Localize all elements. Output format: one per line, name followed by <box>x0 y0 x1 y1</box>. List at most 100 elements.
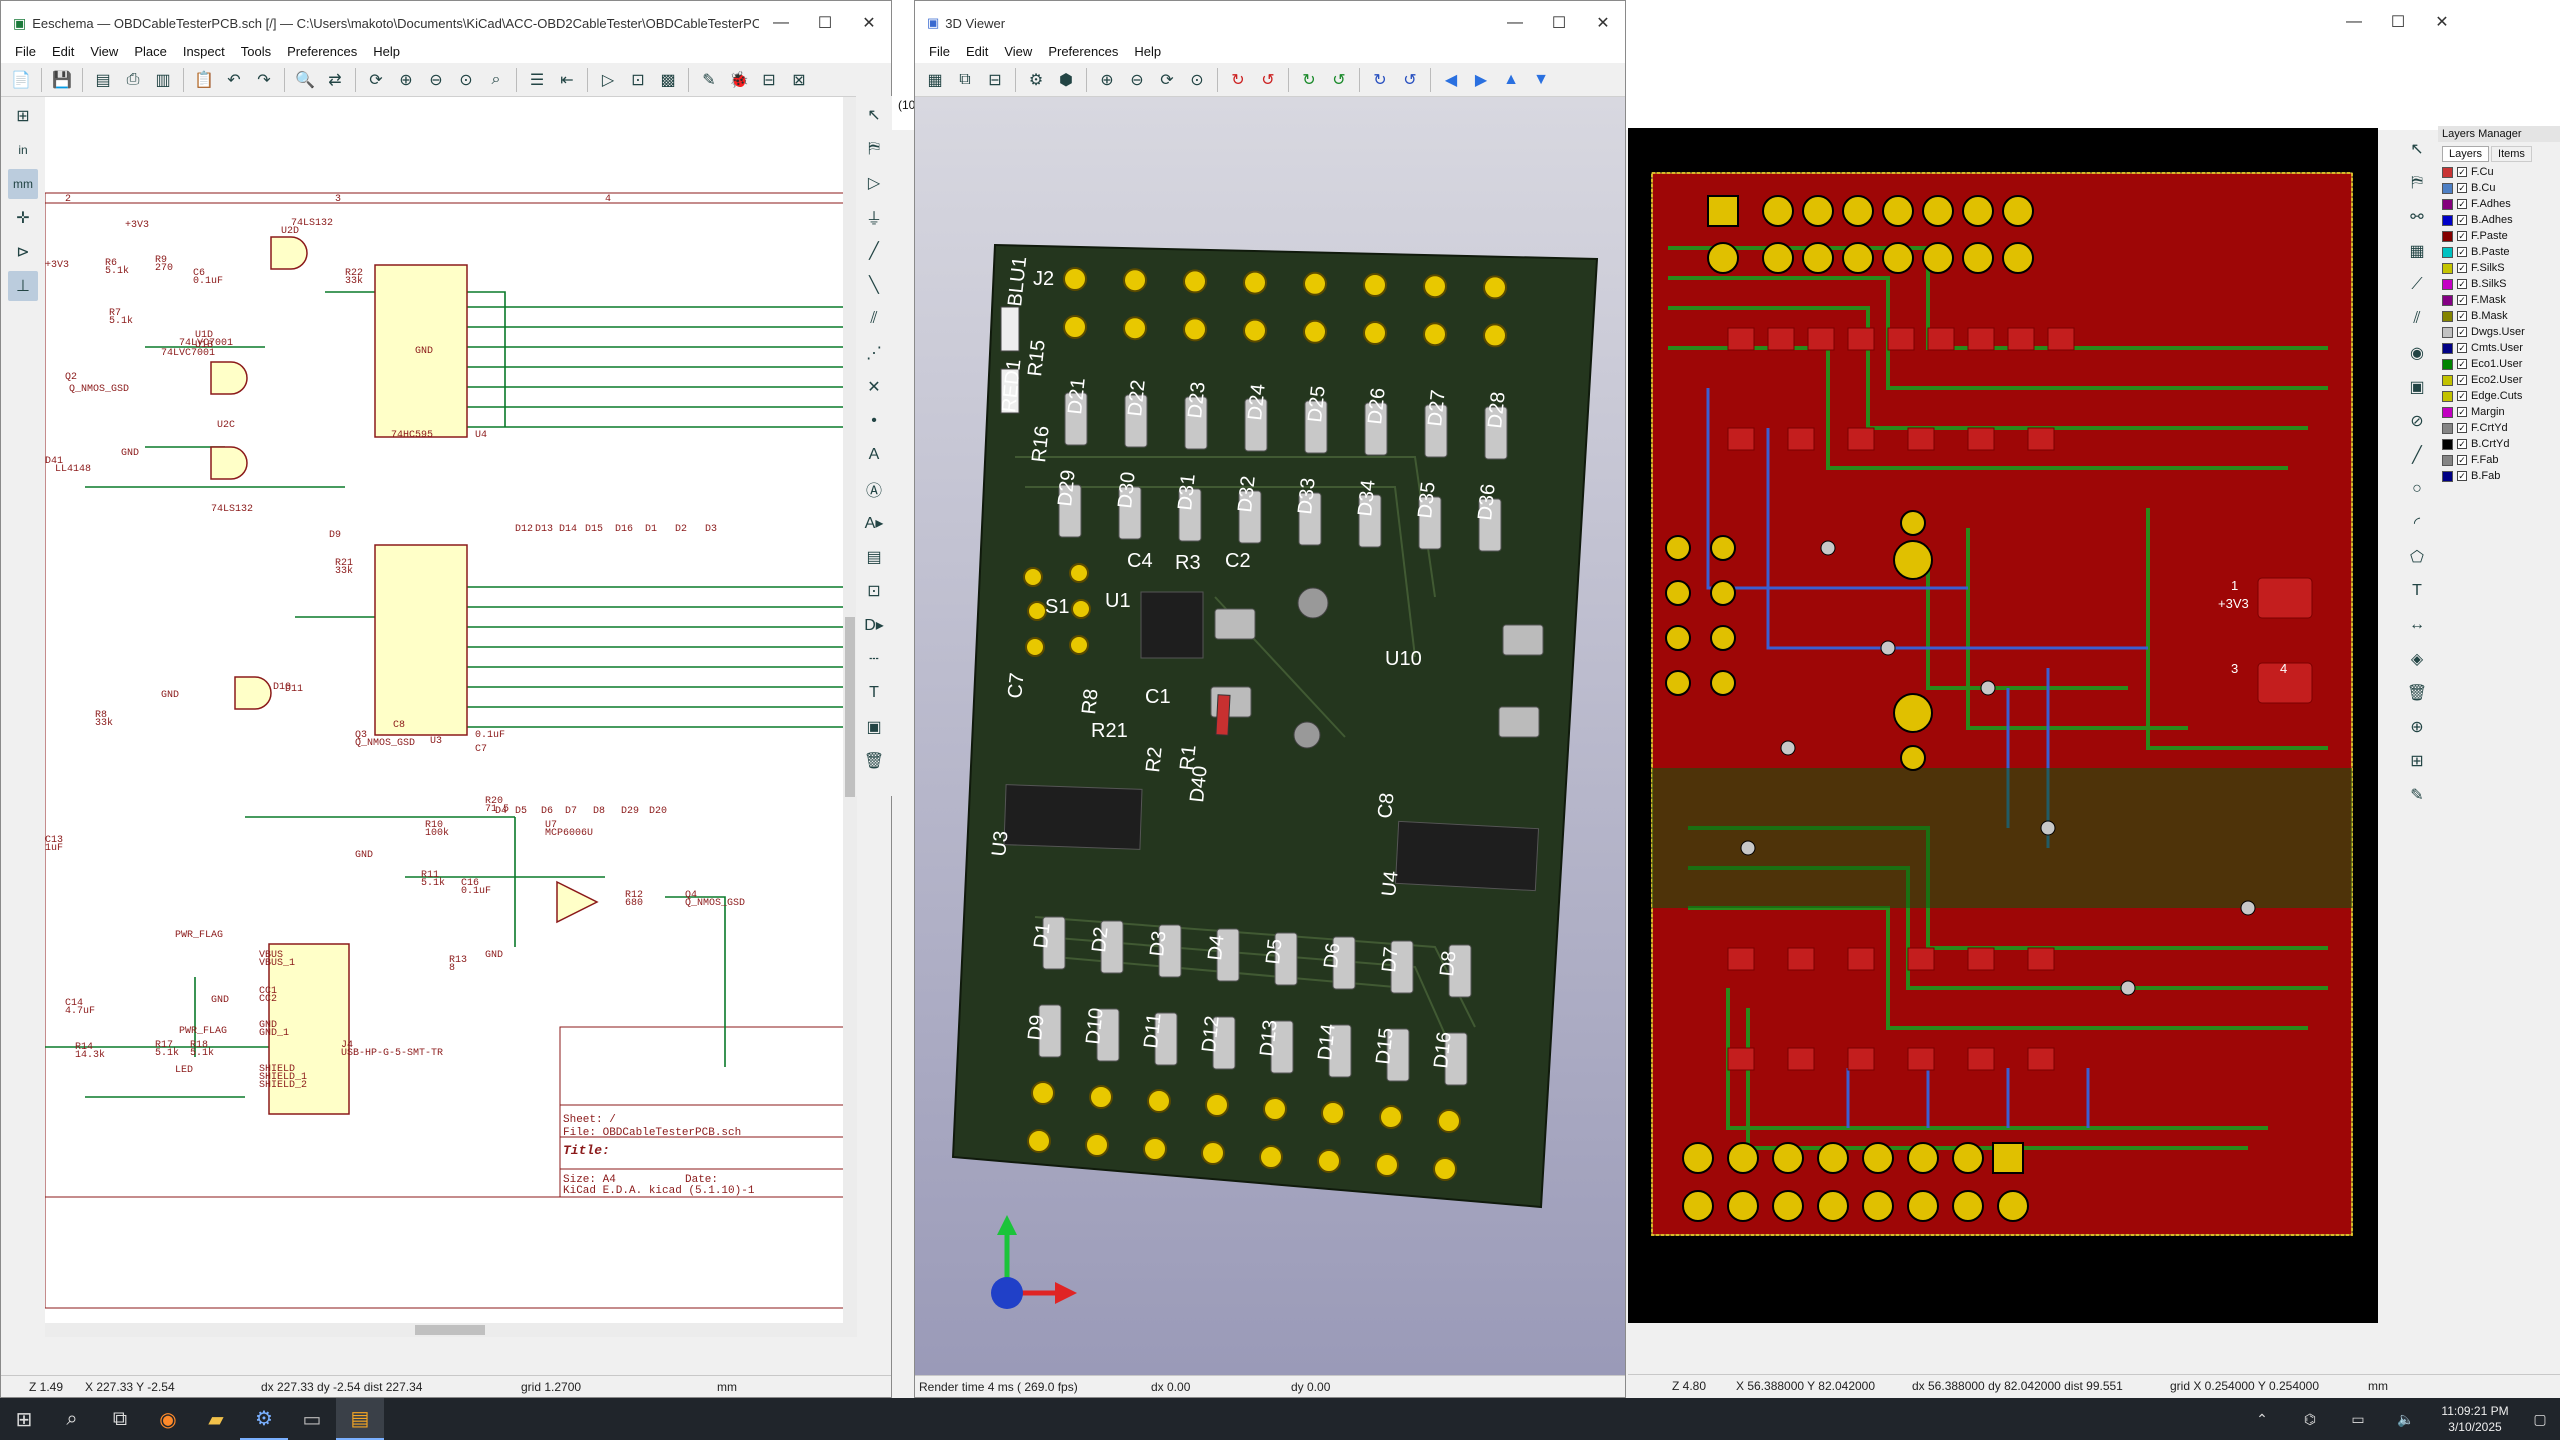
layer-row[interactable]: ✓B.SilkS <box>2438 276 2560 292</box>
route-track-icon[interactable]: ⟋ <box>2411 276 2423 293</box>
maximize-button[interactable]: ☐ <box>817 15 833 32</box>
set-origin-icon[interactable]: ⊕ <box>2410 719 2424 736</box>
select-tool-icon[interactable]: ↖ <box>867 107 881 124</box>
highlight-net-icon[interactable]: ⛿ <box>2411 174 2423 191</box>
move-down-icon[interactable]: ▼ <box>1533 70 1549 88</box>
move-left-icon[interactable]: ◀ <box>1444 71 1458 89</box>
add-circle-icon[interactable]: ○ <box>2412 480 2422 497</box>
hidden-pins-icon[interactable]: ⊳ <box>16 244 30 261</box>
layer-color-swatch[interactable] <box>2442 438 2453 450</box>
terminal-icon[interactable]: ▭ <box>302 1408 322 1431</box>
menu-help[interactable]: Help <box>373 43 400 59</box>
layer-visibility-checkbox[interactable]: ✓ <box>2457 279 2467 289</box>
rotate-z-ccw-icon[interactable]: ↺ <box>1403 71 1417 89</box>
wire-entry-icon[interactable]: ⫽ <box>870 310 878 327</box>
layer-color-swatch[interactable] <box>2442 310 2453 322</box>
schematic-horizontal-scrollbar[interactable] <box>45 1323 845 1337</box>
add-bus-icon[interactable]: ╲ <box>869 277 879 294</box>
maximize-button[interactable]: ☐ <box>2390 14 2406 31</box>
symbol-editor-icon[interactable]: ▷ <box>601 71 615 89</box>
add-junction-icon[interactable]: • <box>871 412 877 429</box>
layer-color-swatch[interactable] <box>2442 198 2453 210</box>
refresh-icon[interactable]: ⟳ <box>369 71 383 89</box>
add-target-icon[interactable]: ◈ <box>2410 651 2424 668</box>
rotate-x-cw-icon[interactable]: ↻ <box>1231 71 1245 89</box>
annotate-icon[interactable]: ▩ <box>660 71 676 89</box>
menu-view[interactable]: View <box>90 43 119 59</box>
add-image-icon[interactable]: ▣ <box>866 719 882 736</box>
add-footprint-icon[interactable]: ▦ <box>2409 243 2425 260</box>
export-icon[interactable]: ⊟ <box>988 71 1002 89</box>
layer-row[interactable]: ✓B.Mask <box>2438 308 2560 324</box>
clock[interactable]: 11:09:21 PM 3/10/2025 <box>2430 1403 2520 1435</box>
layer-color-swatch[interactable] <box>2442 166 2453 178</box>
layer-visibility-checkbox[interactable]: ✓ <box>2457 167 2467 177</box>
layer-row[interactable]: ✓B.CrtYd <box>2438 436 2560 452</box>
no-connect-icon[interactable]: ✕ <box>867 379 881 396</box>
layer-row[interactable]: ✓B.Adhes <box>2438 212 2560 228</box>
zoom-out-icon[interactable]: ⊖ <box>429 71 443 89</box>
move-up-icon[interactable]: ▲ <box>1503 70 1519 88</box>
layer-color-swatch[interactable] <box>2442 246 2453 258</box>
notification-icon[interactable]: ▢ <box>2533 1410 2547 1427</box>
refresh-icon[interactable]: ⟳ <box>1160 71 1174 89</box>
add-sheet-icon[interactable]: ▤ <box>866 549 882 566</box>
layer-color-swatch[interactable] <box>2442 326 2453 338</box>
file-explorer-icon[interactable]: ▰ <box>208 1408 224 1431</box>
find-replace-icon[interactable]: ⇄ <box>328 71 342 89</box>
reload-board-icon[interactable]: ▦ <box>927 71 943 89</box>
layer-visibility-checkbox[interactable]: ✓ <box>2457 439 2467 449</box>
layer-color-swatch[interactable] <box>2442 214 2453 226</box>
layer-visibility-checkbox[interactable]: ✓ <box>2457 231 2467 241</box>
layer-visibility-checkbox[interactable]: ✓ <box>2457 183 2467 193</box>
firefox-icon[interactable]: ◉ <box>159 1408 177 1431</box>
bug-icon[interactable]: 🐞 <box>729 71 749 89</box>
print-icon[interactable]: ⎙ <box>126 70 140 88</box>
layer-visibility-checkbox[interactable]: ✓ <box>2457 391 2467 401</box>
close-button[interactable]: ✕ <box>2435 14 2449 31</box>
raytracing-icon[interactable]: ⬢ <box>1059 71 1073 89</box>
layer-color-swatch[interactable] <box>2442 390 2453 402</box>
add-via-icon[interactable]: ◉ <box>2410 345 2424 362</box>
layer-color-swatch[interactable] <box>2442 342 2453 354</box>
layer-row[interactable]: ✓Eco1.User <box>2438 356 2560 372</box>
units-mm-button[interactable]: mm <box>8 169 38 199</box>
maximize-button[interactable]: ☐ <box>1551 15 1567 32</box>
layer-row[interactable]: ✓Dwgs.User <box>2438 324 2560 340</box>
grid-toggle-icon[interactable]: ⊞ <box>16 108 30 125</box>
save-icon[interactable]: 💾 <box>52 71 72 89</box>
layer-visibility-checkbox[interactable]: ✓ <box>2457 455 2467 465</box>
minimize-button[interactable]: — <box>1507 14 1523 31</box>
hierarchy-icon[interactable]: ☰ <box>529 71 545 89</box>
schematic-vertical-scrollbar[interactable] <box>843 97 857 1337</box>
layer-row[interactable]: ✓F.CrtYd <box>2438 420 2560 436</box>
undo-icon[interactable]: ↶ <box>227 71 241 89</box>
menu-file[interactable]: File <box>929 43 950 59</box>
add-text-icon[interactable]: T <box>2412 582 2422 599</box>
erc-icon[interactable]: ✎ <box>702 71 716 89</box>
tab-items[interactable]: Items <box>2491 146 2532 162</box>
delete-icon[interactable]: 🗑 <box>2406 685 2428 702</box>
tray-chevron-icon[interactable]: ⌃ <box>2256 1410 2268 1427</box>
start-icon[interactable]: ⊞ <box>15 1408 33 1431</box>
page-settings-icon[interactable]: ▤ <box>95 71 111 89</box>
zoom-fit-icon[interactable]: ⊙ <box>1190 71 1204 89</box>
pcbnew-tab-fragment[interactable]: (10 <box>898 98 916 112</box>
layer-color-swatch[interactable] <box>2442 374 2453 386</box>
menu-help[interactable]: Help <box>1134 43 1162 59</box>
assign-footprints-icon[interactable]: ⊟ <box>762 71 776 89</box>
layer-color-swatch[interactable] <box>2442 262 2453 274</box>
layer-visibility-checkbox[interactable]: ✓ <box>2457 423 2467 433</box>
add-symbol-icon[interactable]: ▷ <box>867 175 881 192</box>
sheet-pin-icon[interactable]: D▸ <box>864 617 884 634</box>
settings-icon[interactable]: ⚙ <box>1028 71 1044 89</box>
zoom-in-icon[interactable]: ⊕ <box>399 71 413 89</box>
layer-visibility-checkbox[interactable]: ✓ <box>2457 199 2467 209</box>
plot-icon[interactable]: ▥ <box>155 71 171 89</box>
layer-color-swatch[interactable] <box>2442 406 2453 418</box>
layer-color-swatch[interactable] <box>2442 294 2453 306</box>
add-power-icon[interactable]: ⏚ <box>865 211 882 228</box>
menu-place[interactable]: Place <box>134 43 167 59</box>
layer-visibility-checkbox[interactable]: ✓ <box>2457 263 2467 273</box>
